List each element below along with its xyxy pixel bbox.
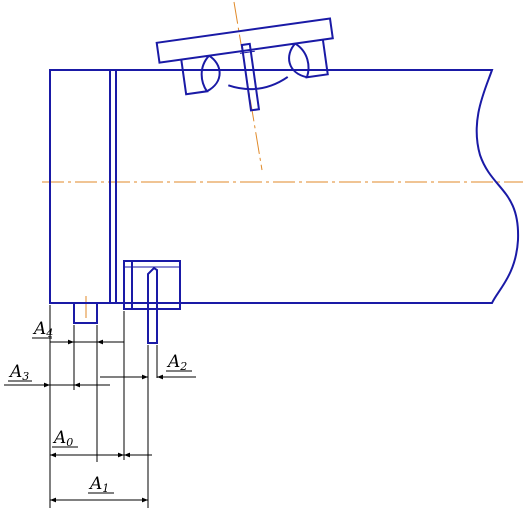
label-a4: A4 (32, 319, 53, 340)
extension-lines (49, 305, 158, 508)
label-a2: A2 (166, 352, 187, 373)
lower-pin (147, 266, 158, 344)
label-a1: A1 (88, 474, 109, 495)
top-assembly (155, 17, 334, 112)
label-a3: A3 (8, 362, 29, 383)
top-plate (155, 17, 334, 64)
small-block (73, 302, 98, 324)
lower-bracket (123, 260, 181, 344)
top-pin (240, 42, 261, 112)
label-a0: A0 (52, 428, 73, 449)
shaft-body (49, 69, 520, 304)
dimension-lines (4, 337, 196, 503)
